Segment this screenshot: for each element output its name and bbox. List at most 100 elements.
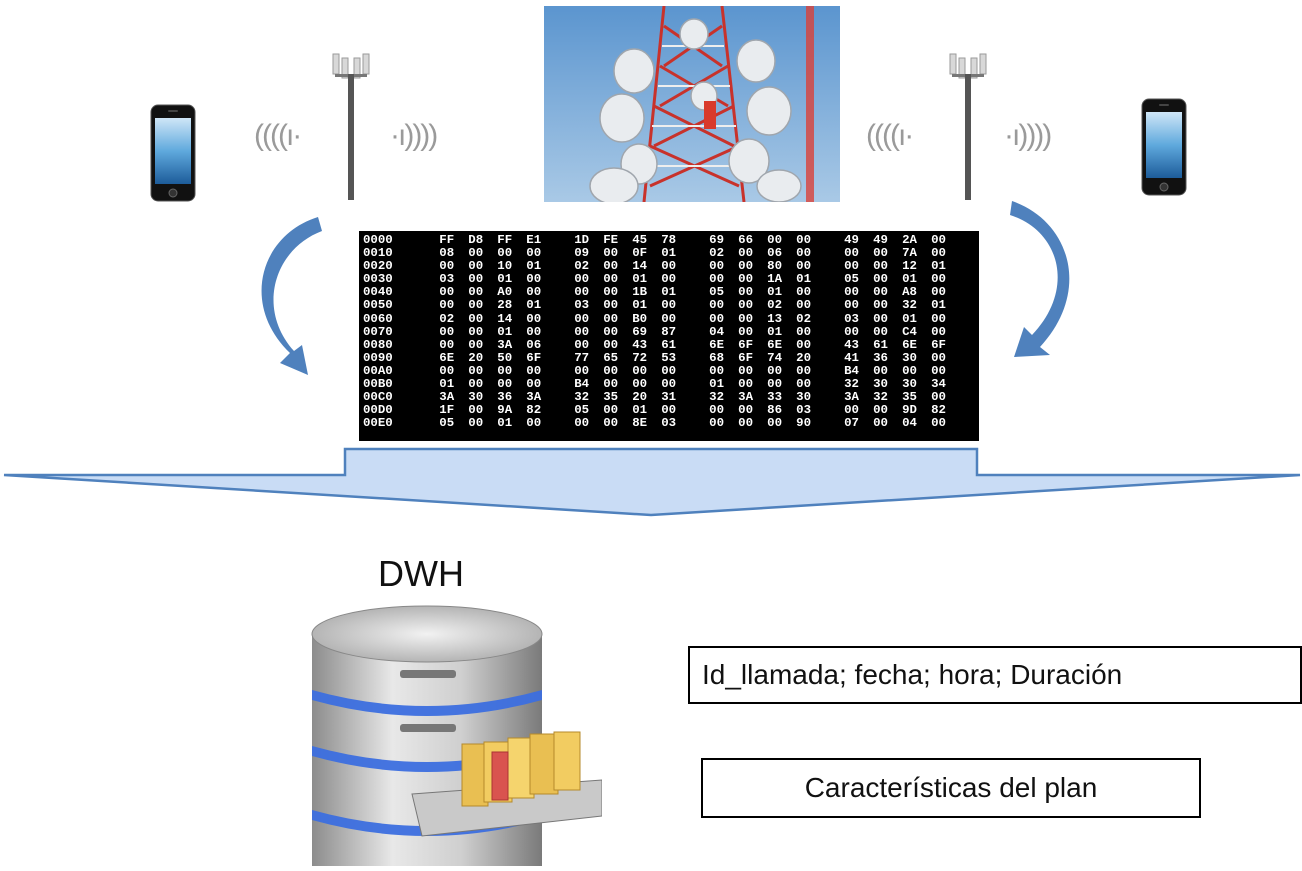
hex-byte: 82: [526, 403, 542, 418]
hex-byte: 01: [526, 259, 542, 274]
hex-byte: 00: [526, 363, 542, 378]
hex-byte: 3A: [439, 390, 455, 405]
hex-byte: 82: [931, 403, 946, 418]
hex-byte: 77: [574, 350, 590, 365]
hex-byte: 00: [873, 285, 888, 300]
hex-byte: 31: [661, 390, 677, 405]
hex-byte: 00: [526, 285, 542, 300]
database-server-icon: [302, 604, 603, 871]
hex-byte: 69: [709, 233, 725, 247]
hex-byte: 00: [468, 246, 484, 261]
hex-byte: 00: [873, 416, 888, 431]
hex-byte: 00: [439, 324, 455, 339]
hex-byte: 69: [632, 324, 648, 339]
hex-byte: 00: [796, 259, 812, 274]
hex-byte: 02: [796, 311, 812, 326]
hex-byte: 00: [709, 416, 725, 431]
hex-byte: 00: [738, 259, 754, 274]
hex-byte: 13: [767, 311, 783, 326]
hex-byte: 12: [902, 259, 917, 274]
hex-byte: 00: [873, 246, 888, 261]
hex-byte: 00: [574, 363, 590, 378]
call-fields-box: Id_llamada; fecha; hora; Duración: [688, 646, 1302, 704]
hex-byte: 32: [902, 298, 917, 313]
hex-byte: 6E: [709, 337, 725, 352]
hex-offset: 0080: [363, 337, 393, 352]
hex-byte: 00: [931, 416, 946, 431]
hex-byte: 43: [844, 337, 859, 352]
hex-byte: 1F: [439, 403, 455, 418]
hex-byte: 00: [796, 337, 812, 352]
hex-offset: 0020: [363, 259, 393, 274]
hex-byte: 00: [796, 285, 812, 300]
hex-byte: 03: [844, 311, 859, 326]
hex-byte: 01: [661, 285, 677, 300]
hex-byte: 61: [873, 337, 888, 352]
hex-byte: 00: [603, 272, 619, 287]
left-cell-tower-icon: [331, 52, 371, 200]
hex-byte: 00: [439, 337, 455, 352]
hex-byte: 06: [767, 246, 783, 261]
hex-byte: 36: [873, 350, 888, 365]
hex-byte: 00: [603, 337, 619, 352]
hex-byte: C4: [902, 324, 917, 339]
hex-byte: 00: [574, 416, 590, 431]
hex-byte: 03: [796, 403, 812, 418]
hex-byte: D8: [468, 233, 484, 247]
hex-byte: 00: [738, 272, 754, 287]
hex-byte: 00: [844, 285, 859, 300]
hex-byte: 00: [526, 377, 542, 392]
hex-byte: 05: [439, 416, 455, 431]
hex-byte: 00: [468, 259, 484, 274]
hex-byte: 08: [439, 246, 455, 261]
hex-byte: 32: [709, 390, 725, 405]
hex-byte: 00: [468, 416, 484, 431]
hex-byte: 01: [902, 311, 917, 326]
right-curved-arrow: [1010, 201, 1070, 357]
hex-byte: 30: [468, 390, 484, 405]
hex-byte: 00: [439, 298, 455, 313]
hex-byte: 00: [468, 403, 484, 418]
hex-byte: 01: [767, 324, 783, 339]
hex-byte: 80: [767, 259, 783, 274]
hex-byte: 00: [661, 311, 677, 326]
hex-byte: 00: [796, 298, 812, 313]
hex-byte: 01: [497, 416, 513, 431]
hex-byte: 0F: [632, 246, 648, 261]
hex-byte: 00: [497, 363, 513, 378]
left-smartphone-icon: [150, 104, 196, 202]
hex-offset: 0070: [363, 324, 393, 339]
hex-byte: 49: [873, 233, 888, 247]
hex-byte: 45: [632, 233, 648, 247]
hex-byte: 61: [661, 337, 677, 352]
hex-byte: 00: [738, 377, 754, 392]
hex-byte: 00: [931, 272, 946, 287]
hex-offset: 00D0: [363, 403, 393, 418]
hex-offset: 0090: [363, 350, 393, 365]
hex-byte: 01: [526, 298, 542, 313]
hex-byte: 00: [661, 272, 677, 287]
hex-byte: 00: [574, 272, 590, 287]
hex-byte: 00: [468, 298, 484, 313]
hex-byte: FF: [497, 233, 513, 247]
hex-byte: 00: [931, 246, 946, 261]
hex-byte: 41: [844, 350, 859, 365]
hex-byte: 00: [738, 416, 754, 431]
hex-byte: 00: [796, 233, 812, 247]
hex-offset: 0060: [363, 311, 393, 326]
hex-byte: 01: [632, 403, 648, 418]
hex-byte: 00: [738, 285, 754, 300]
hex-byte: 6E: [439, 350, 455, 365]
hex-byte: 3A: [526, 390, 542, 405]
hex-byte: 00: [709, 259, 725, 274]
hex-byte: 00: [844, 324, 859, 339]
hex-byte: 00: [439, 285, 455, 300]
